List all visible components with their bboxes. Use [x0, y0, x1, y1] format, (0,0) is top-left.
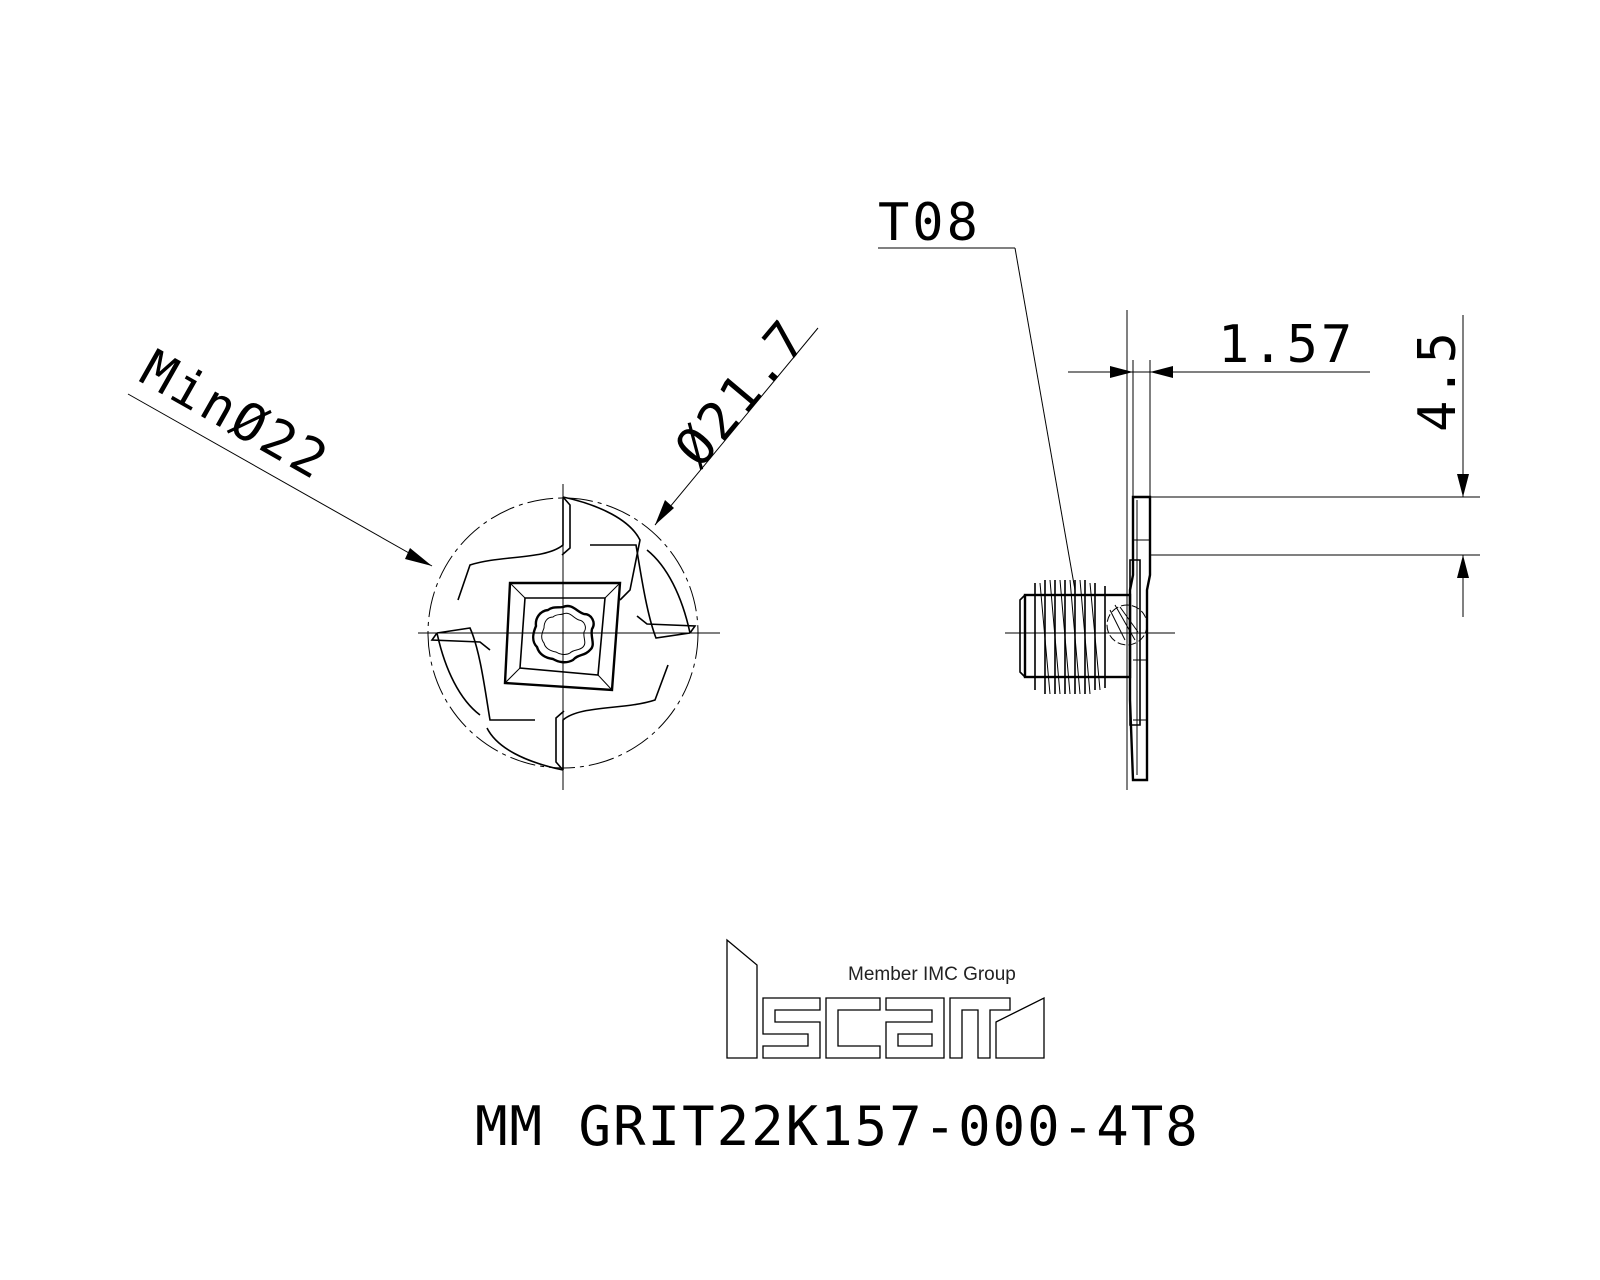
torx-leader — [1014, 247, 1076, 591]
depth-arrow-top — [1457, 474, 1469, 497]
width-label: 1.57 — [1218, 315, 1355, 375]
depth-label: 4.5 — [1408, 329, 1468, 432]
diameter-arrowhead — [655, 500, 674, 525]
side-view: T08 1.57 4.5 — [878, 193, 1480, 790]
diameter-leader — [654, 327, 819, 526]
width-arrow-left — [1110, 366, 1133, 378]
iscar-logo: Member IMC Group — [726, 938, 1045, 1059]
logo-tagline: Member IMC Group — [848, 964, 1016, 985]
diameter-label: Ø21.7 — [664, 308, 820, 478]
depth-arrow-bottom — [1457, 555, 1469, 578]
torx-label: T08 — [878, 193, 981, 253]
torx-recess — [531, 604, 595, 664]
threaded-shank — [1019, 579, 1148, 695]
min-diameter-label: MinØ22 — [131, 339, 340, 493]
min-diameter-leader — [127, 393, 433, 567]
width-arrow-right — [1150, 366, 1173, 378]
iscar-wordmark — [726, 938, 1045, 1059]
side-blade — [1128, 495, 1152, 782]
min-diameter-arrowhead — [405, 548, 432, 566]
cutting-teeth — [430, 496, 697, 771]
front-view: MinØ22 Ø21.7 — [127, 308, 820, 790]
insert-body-square — [503, 581, 622, 692]
part-number: MM GRIT22K157-000-4T8 — [475, 1095, 1200, 1158]
